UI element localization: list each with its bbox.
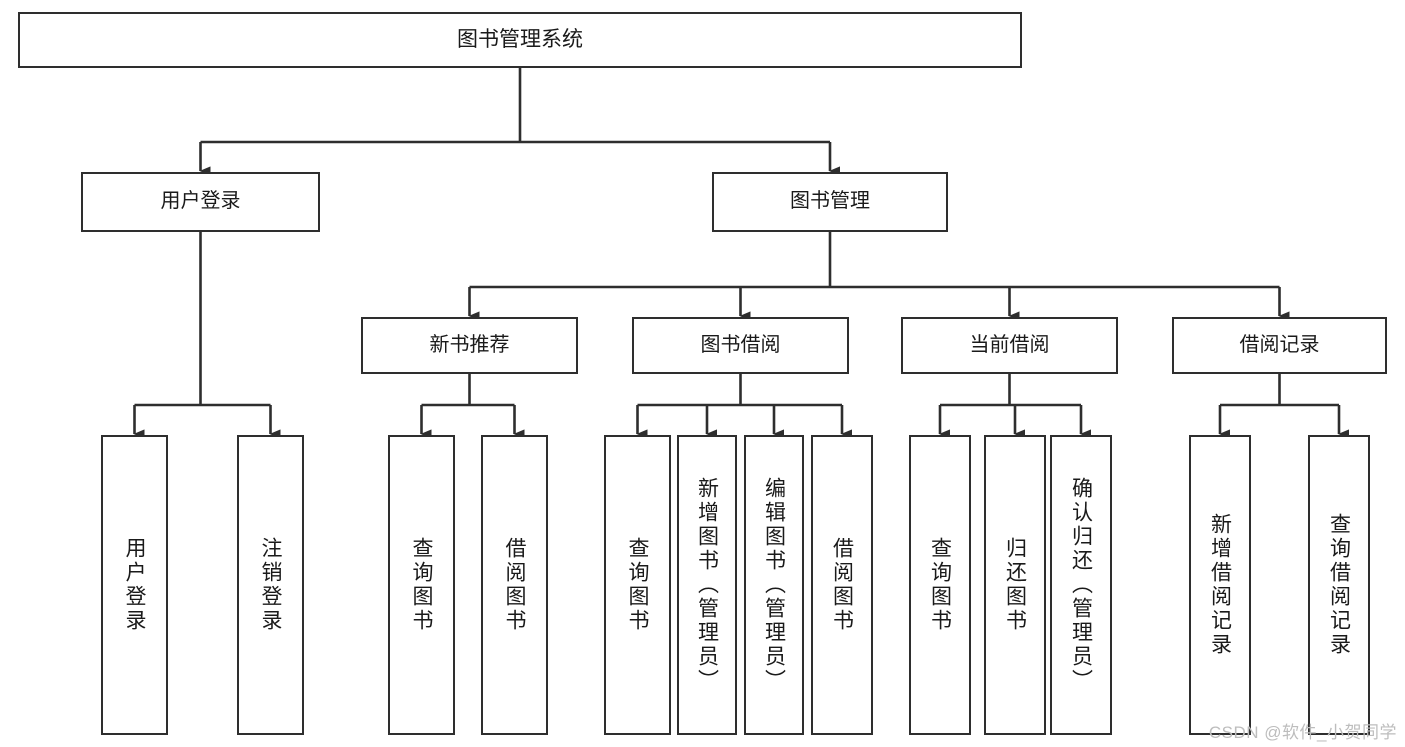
leaf-query-borrow-record[interactable]: 查询借阅记录: [1308, 435, 1370, 735]
node-user-login[interactable]: 用户登录: [81, 172, 320, 232]
node-root-book-management-system[interactable]: 图书管理系统: [18, 12, 1022, 68]
node-label: 查询图书: [928, 537, 952, 633]
node-label: 编辑图书（管理员）: [762, 477, 786, 693]
node-book-management[interactable]: 图书管理: [712, 172, 948, 232]
node-new-book-recommend[interactable]: 新书推荐: [361, 317, 578, 374]
leaf-query-book-recommend[interactable]: 查询图书: [388, 435, 455, 735]
node-label: 查询借阅记录: [1327, 513, 1351, 657]
node-label: 用户登录: [160, 190, 241, 213]
leaf-return-book[interactable]: 归还图书: [984, 435, 1046, 735]
node-label: 确认归还（管理员）: [1069, 477, 1093, 693]
leaf-query-book-current[interactable]: 查询图书: [909, 435, 971, 735]
node-label: 新增借阅记录: [1208, 513, 1232, 657]
node-label: 当前借阅: [969, 333, 1050, 356]
leaf-borrow-book-recommend[interactable]: 借阅图书: [481, 435, 548, 735]
node-label: 用户登录: [123, 537, 146, 633]
leaf-add-borrow-record[interactable]: 新增借阅记录: [1189, 435, 1251, 735]
node-label: 查询图书: [626, 537, 649, 633]
leaf-borrow-book[interactable]: 借阅图书: [811, 435, 873, 735]
node-label: 借阅图书: [503, 537, 526, 633]
leaf-edit-book-admin[interactable]: 编辑图书（管理员）: [744, 435, 804, 735]
leaf-user-login[interactable]: 用户登录: [101, 435, 168, 735]
node-label: 新书推荐: [429, 333, 510, 356]
node-book-borrow[interactable]: 图书借阅: [632, 317, 849, 374]
node-label: 注销登录: [259, 537, 282, 633]
node-label: 归还图书: [1003, 537, 1027, 633]
node-borrow-record[interactable]: 借阅记录: [1172, 317, 1387, 374]
leaf-confirm-return-admin[interactable]: 确认归还（管理员）: [1050, 435, 1112, 735]
node-label: 图书管理: [790, 190, 870, 213]
node-label: 新增图书（管理员）: [695, 477, 719, 693]
node-label: 查询图书: [410, 537, 433, 633]
leaf-logout[interactable]: 注销登录: [237, 435, 304, 735]
node-label: 图书借阅: [700, 333, 781, 356]
node-label: 借阅图书: [830, 537, 854, 633]
leaf-query-book-borrow[interactable]: 查询图书: [604, 435, 671, 735]
leaf-add-book-admin[interactable]: 新增图书（管理员）: [677, 435, 737, 735]
node-current-borrow[interactable]: 当前借阅: [901, 317, 1118, 374]
node-label: 图书管理系统: [457, 27, 583, 51]
node-label: 借阅记录: [1239, 333, 1320, 356]
